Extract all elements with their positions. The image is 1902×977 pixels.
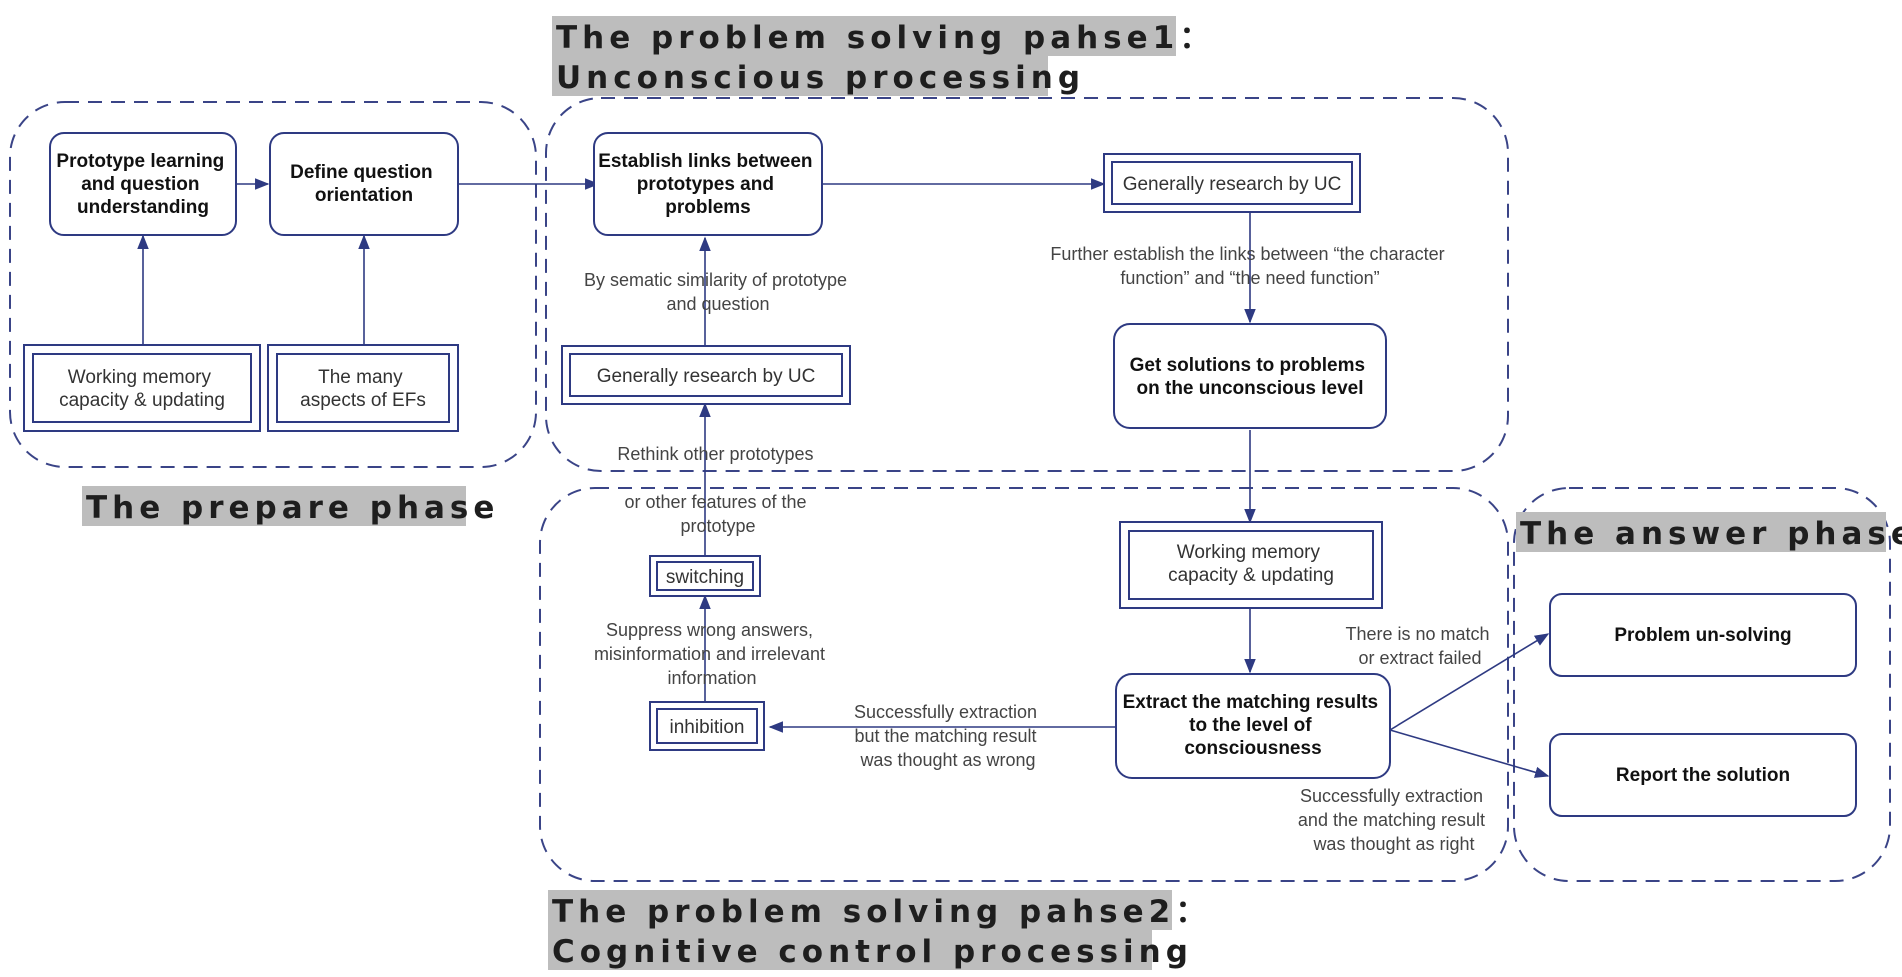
label-no-match: There is no match or extract failed	[1345, 624, 1494, 668]
label-semantic: By sematic similarity of prototype and q…	[584, 270, 852, 314]
svg-text:Generally research by UC: Generally research by UC	[597, 366, 816, 387]
svg-text:Extract the matching results: Extract the matching results to the leve…	[1123, 692, 1384, 759]
answer-phase-label: The answer phase	[1516, 512, 1902, 552]
phase2-label: The problem solving pahse2： Cognitive co…	[548, 890, 1211, 970]
svg-text:switching: switching	[666, 567, 744, 588]
svg-text:inhibition: inhibition	[670, 717, 745, 738]
svg-text:Prototype learning and q: Prototype learning and question understa…	[56, 151, 229, 218]
node-get-solutions: Get solutions to problems on the unconsc…	[1113, 323, 1387, 429]
prepare-phase-label: The prepare phase	[82, 486, 499, 526]
edge-extract-to-report	[1389, 729, 1550, 778]
node-many-aspects: The many aspects of EFs	[267, 344, 459, 432]
node-wm-prepare: Working memory capacity & updating	[23, 344, 261, 432]
solving-phase2-region	[539, 487, 1509, 882]
node-problem-unsolving: Problem un-solving	[1549, 593, 1857, 677]
node-report-solution: Report the solution	[1549, 733, 1857, 817]
phase2-label-line2: Cognitive control processing	[552, 934, 1193, 970]
phase1-label: The problem solving pahse1： Unconscious …	[552, 16, 1215, 96]
prepare-phase-label-text: The prepare phase	[86, 490, 499, 526]
svg-text:Working memory capacity: Working memory capacity & updating	[59, 367, 225, 411]
svg-text:Get solutions to problems: Get solutions to problems on the unconsc…	[1130, 355, 1371, 399]
node-switching: switching	[649, 555, 761, 597]
answer-phase-label-text: The answer phase	[1520, 516, 1902, 552]
edge-extract-to-unsolving	[1389, 633, 1550, 731]
answer-phase-region	[1513, 487, 1891, 882]
node-research-uc-top: Generally research by UC	[1103, 153, 1361, 213]
label-rethink: Rethink other prototypes or other featur…	[617, 444, 818, 536]
node-define-question: Define question orientation	[269, 132, 459, 236]
svg-text:Report the solution: Report the solution	[1616, 765, 1790, 786]
label-wrong-result: Successfully extraction but the matching…	[854, 702, 1042, 770]
node-inhibition: inhibition	[649, 701, 765, 751]
svg-text:Establish links between: Establish links between prototypes and p…	[598, 151, 818, 218]
svg-text:Problem un-solving: Problem un-solving	[1614, 625, 1791, 646]
node-wm-solving: Working memory capacity & updating	[1119, 521, 1383, 609]
node-prototype-learning: Prototype learning and question understa…	[49, 132, 237, 236]
solving-phase1-region	[545, 97, 1509, 472]
svg-text:Generally research by UC: Generally research by UC	[1123, 174, 1342, 195]
node-research-uc-left: Generally research by UC	[561, 345, 851, 405]
svg-text:Working memory capacity: Working memory capacity & updating	[1168, 542, 1334, 586]
svg-text:Define question orientat: Define question orientation	[290, 162, 438, 206]
node-establish-links: Establish links between prototypes and p…	[593, 132, 823, 236]
phase2-label-line1: The problem solving pahse2：	[552, 894, 1211, 930]
phase1-label-line1: The problem solving pahse1：	[556, 20, 1215, 56]
label-right-result: Successfully extraction and the matching…	[1298, 786, 1490, 854]
node-extract-results: Extract the matching results to the leve…	[1115, 673, 1391, 779]
prepare-phase-region	[9, 101, 537, 468]
svg-text:The many aspects of EFs: The many aspects of EFs	[300, 367, 426, 411]
label-suppress: Suppress wrong answers, misinformation a…	[594, 620, 830, 688]
phase1-label-line2: Unconscious processing	[556, 60, 1085, 96]
label-further-links: Further establish the links between “the…	[1050, 244, 1449, 288]
